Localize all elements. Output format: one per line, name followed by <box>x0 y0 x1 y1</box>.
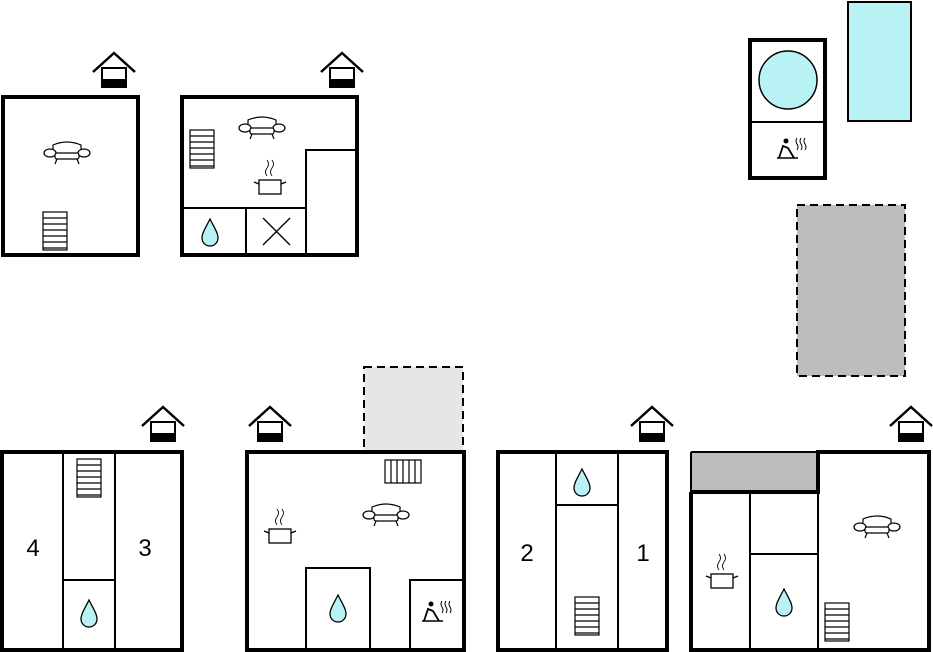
building-b <box>180 51 365 257</box>
building-c-walls <box>0 450 184 652</box>
building-e-walls <box>496 450 669 652</box>
cooking-pot-icon <box>705 553 739 589</box>
entrance-icon <box>247 405 293 443</box>
sofa-icon <box>853 515 901 539</box>
entrance-icon <box>888 405 933 443</box>
water-drop-icon <box>775 588 793 617</box>
terrace-light <box>363 366 464 452</box>
entrance-icon <box>91 51 137 89</box>
entrance-icon <box>140 405 186 443</box>
building-b-walls <box>180 95 359 257</box>
cooking-pot-icon <box>263 508 297 544</box>
sauna-icon <box>776 137 807 159</box>
hot-tub <box>758 50 818 110</box>
building-a-walls <box>1 95 140 257</box>
stairs-icon <box>76 458 102 498</box>
stairs-icon <box>574 596 600 636</box>
terrace-dark <box>796 204 906 377</box>
room-1-label: 1 <box>636 540 649 567</box>
room-4-label: 4 <box>26 535 39 562</box>
cooking-pot-icon <box>253 159 287 195</box>
stairs-icon <box>824 602 850 642</box>
building-d-walls <box>245 450 466 652</box>
water-drop-icon <box>80 599 98 628</box>
sauna-icon <box>421 600 452 622</box>
water-drop-icon <box>201 218 219 247</box>
entrance-icon <box>319 51 365 89</box>
stairs-icon <box>42 211 68 251</box>
building-a <box>1 51 140 257</box>
terrace-covered <box>691 452 818 492</box>
building-e: 2 1 <box>496 405 675 652</box>
building-f <box>689 405 933 652</box>
sofa-icon <box>362 503 410 527</box>
room-3-label: 3 <box>138 535 151 562</box>
pool <box>847 1 912 122</box>
building-c: 4 3 <box>0 405 186 652</box>
spa-unit-walls <box>748 38 827 180</box>
sofa-icon <box>238 116 286 140</box>
building-d <box>245 366 466 652</box>
entrance-icon <box>629 405 675 443</box>
water-drop-icon <box>573 468 591 497</box>
spa-unit <box>748 38 827 180</box>
water-drop-icon <box>329 594 347 623</box>
room-2-label: 2 <box>520 540 533 567</box>
sofa-icon <box>43 141 91 165</box>
stairs-icon <box>189 129 215 169</box>
radiator-icon <box>384 459 422 484</box>
